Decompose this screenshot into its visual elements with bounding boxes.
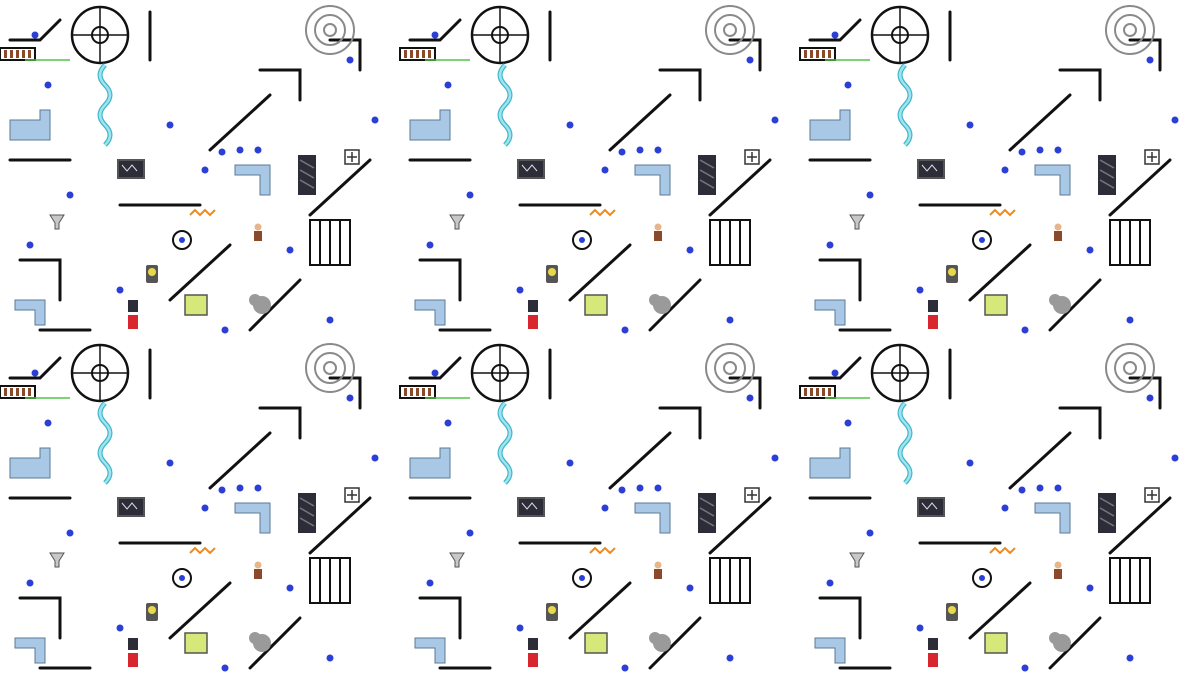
machine-tile: [0, 344, 379, 672]
machine-tile: [800, 6, 1179, 334]
machine-tile: [400, 6, 779, 334]
machine-tile: [800, 344, 1179, 672]
machine-tile: [0, 6, 379, 334]
machine-tile: [400, 344, 779, 672]
